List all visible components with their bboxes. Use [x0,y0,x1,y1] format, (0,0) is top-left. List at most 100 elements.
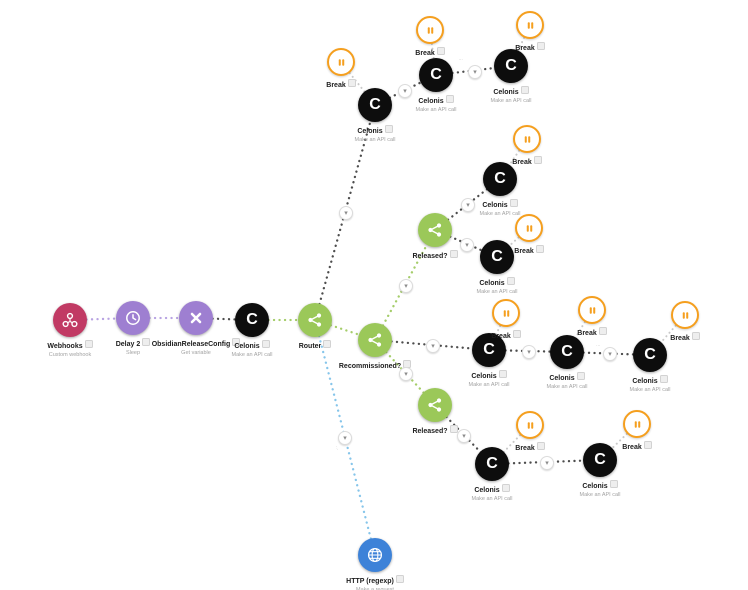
module-celonis-2[interactable]: C Celonis Make an API call [315,88,435,143]
module-celonis-5[interactable]: C Celonis Make an API call [440,162,560,217]
module-released-router-1[interactable]: Released? [375,213,495,261]
module-circle[interactable]: C [472,333,506,367]
module-label: Released? [375,425,495,436]
module-break-6[interactable]: Break [446,299,566,341]
module-name: Recommissioned? [338,363,402,370]
module-circle[interactable] [623,410,651,438]
module-break-3[interactable]: Break [470,11,590,53]
module-circle[interactable] [53,303,87,337]
module-number-badge [533,156,542,164]
module-break-8[interactable]: Break [625,301,745,343]
filter-icon: ▾ [465,241,469,249]
connection-wire[interactable] [373,228,437,342]
module-circle[interactable]: C [480,240,514,274]
module-celonis-1[interactable]: C Celonis Make an API call [192,303,312,358]
module-circle[interactable] [671,301,699,329]
module-router[interactable]: Router [255,303,375,352]
module-celonis-6[interactable]: C Celonis Make an API call [437,240,557,295]
module-break-2[interactable]: Break [370,16,490,58]
filter-badge[interactable]: ▾ [603,347,617,361]
module-number-badge [232,338,241,346]
module-name: Break [415,50,435,57]
module-circle[interactable] [418,213,452,247]
module-http[interactable]: HTTP (regexp) Make a request [315,538,435,590]
module-break-4[interactable]: Break [467,125,587,167]
module-circle[interactable] [116,301,150,335]
module-number-badge [691,332,700,340]
module-name: Break [515,445,535,452]
filter-icon: ▾ [466,201,470,209]
module-released-router-2[interactable]: Released? [375,388,495,436]
module-celonis-10[interactable]: C Celonis Make an API call [432,447,552,502]
module-recommissioned-router[interactable]: Recommissioned? [315,323,435,371]
module-label: Break [467,156,587,167]
filter-icon: ▾ [404,282,408,290]
filter-badge[interactable]: ▾ [399,279,413,293]
module-name: Celonis [474,487,500,494]
filter-badge[interactable]: ▾ [426,339,440,353]
module-circle[interactable] [179,301,213,335]
module-circle[interactable]: C [358,88,392,122]
filter-icon: ▾ [462,432,466,440]
connection-wire[interactable] [194,316,254,322]
module-circle[interactable]: C [419,58,453,92]
filter-badge[interactable]: ▾ [398,84,412,98]
module-name: Break [622,444,642,451]
module-circle[interactable]: C [475,447,509,481]
module-circle[interactable] [327,48,355,76]
module-break-1[interactable]: Break [281,48,401,90]
filter-badge[interactable]: ▾ [338,431,352,445]
module-circle[interactable] [492,299,520,327]
module-webhooks[interactable]: Webhooks Custom webhook [10,303,130,358]
filter-icon: ▾ [344,209,348,217]
module-circle[interactable] [578,296,606,324]
module-circle[interactable] [298,303,332,337]
module-celonis-8[interactable]: C Celonis Make an API call [507,335,627,390]
module-number-badge [509,199,518,207]
filter-badge[interactable]: ▾ [399,367,413,381]
filter-badge[interactable]: ▾ [339,206,353,220]
filter-badge[interactable]: ▾ [457,429,471,443]
module-celonis-3[interactable]: C Celonis Make an API call [376,58,496,113]
module-break-5[interactable]: Break [469,214,589,256]
module-celonis-11[interactable]: C Celonis Make an API call [540,443,660,498]
module-circle[interactable]: C [483,162,517,196]
module-sublabel: Make an API call [579,492,621,499]
module-circle[interactable] [513,125,541,153]
module-circle[interactable]: C [633,338,667,372]
error-handler-wire[interactable] [566,309,593,353]
filter-badge[interactable]: ▾ [468,65,482,79]
module-number-badge [501,484,510,492]
connection-wire[interactable] [313,103,377,322]
module-circle[interactable] [358,323,392,357]
module-circle[interactable]: C [235,303,269,337]
module-break-10[interactable]: Break [577,410,697,452]
module-label: HTTP (regexp) [315,575,435,586]
module-circle[interactable]: C [550,335,584,369]
module-number-badge [520,86,529,94]
filter-badge[interactable]: ▾ [461,198,475,212]
module-circle[interactable] [418,388,452,422]
filter-badge[interactable]: ▾ [522,345,536,359]
module-celonis-9[interactable]: C Celonis Make an API call [590,338,710,393]
filter-badge[interactable]: ▾ [540,456,554,470]
module-circle[interactable] [516,11,544,39]
module-circle[interactable] [516,411,544,439]
module-break-9[interactable]: Break [470,411,590,453]
module-break-7[interactable]: Break [532,296,652,338]
module-obsidian-release-config[interactable]: ObsidianReleaseConfig Get variable [136,301,256,356]
celonis-icon: C [505,57,517,74]
filter-badge[interactable]: ▾ [460,238,474,252]
module-number-badge [261,340,270,348]
module-circle[interactable] [358,538,392,572]
module-circle[interactable]: C [583,443,617,477]
module-circle[interactable]: C [494,49,528,83]
module-circle[interactable] [416,16,444,44]
module-celonis-7[interactable]: C Celonis Make an API call [429,333,549,388]
module-delay[interactable]: Delay 2 Sleep [73,301,193,356]
module-number-badge [576,372,585,380]
error-handler-wire[interactable] [499,138,528,180]
module-celonis-4[interactable]: C Celonis Make an API call [451,49,571,104]
module-circle[interactable] [515,214,543,242]
